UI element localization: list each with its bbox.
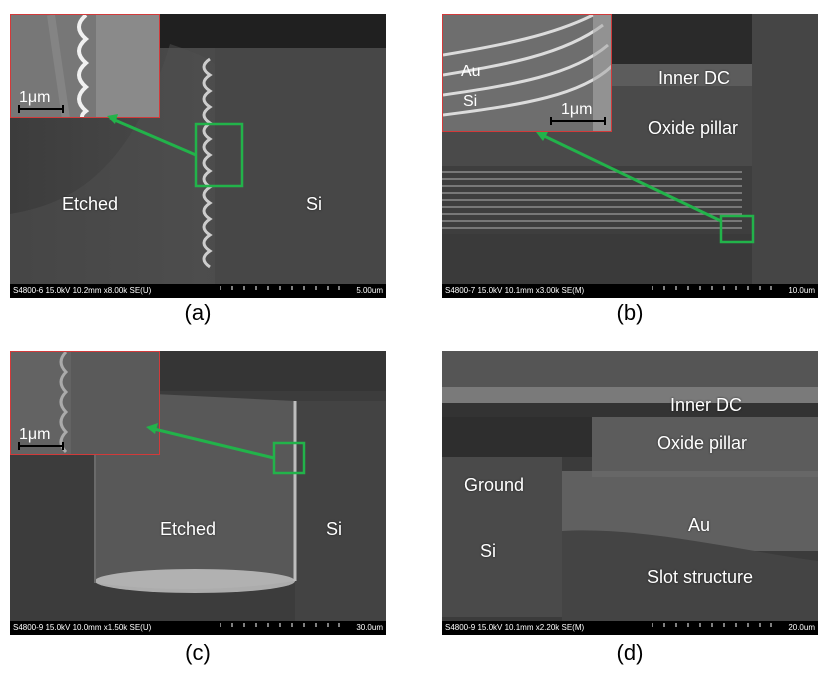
sem-image-d [442, 351, 818, 635]
status-bar: S4800-9 15.0kV 10.0mm x1.50k SE(U) 30.0u… [10, 621, 386, 635]
inset-image-b [443, 15, 611, 131]
inset-c: 1μm [10, 351, 160, 455]
inset-scale-label: 1μm [561, 101, 593, 118]
inset-label-au: Au [461, 63, 481, 80]
inset-image-a [11, 15, 159, 117]
status-scale: 10.0um [788, 286, 815, 295]
label-si: Si [326, 519, 343, 539]
inset-image-c [11, 352, 159, 454]
label-si: Si [480, 541, 497, 561]
sem-panel-a: 1μm Etched Si S4800-6 15.0kV 10.2mm x8.0… [10, 14, 386, 298]
status-bar: S4800-7 15.0kV 10.1mm x3.00k SE(M) 10.0u… [442, 284, 818, 298]
label-etched: Etched [62, 194, 119, 214]
scale-ticks [652, 286, 772, 290]
inset-b: Au Si 1μm [442, 14, 612, 132]
status-bar: S4800-9 15.0kV 10.1mm x2.20k SE(M) 20.0u… [442, 621, 818, 635]
status-bar: S4800-6 15.0kV 10.2mm x8.00k SE(U) 5.00u… [10, 284, 386, 298]
sem-panel-b: Au Si 1μm Inner DC Oxide pillar S4800-7 … [442, 14, 818, 298]
caption-c: (c) [185, 640, 211, 665]
inset-a: 1μm [10, 14, 160, 118]
caption-d: (d) [616, 640, 644, 665]
label-etched: Etched [160, 519, 217, 539]
label-inner-dc: Inner DC [658, 68, 731, 88]
label-si: Si [306, 194, 323, 214]
label-inner-dc: Inner DC [670, 395, 743, 415]
label-oxide-pillar: Oxide pillar [648, 118, 739, 138]
sem-panel-c: 1μm Etched Si S4800-9 15.0kV 10.0mm x1.5… [10, 351, 386, 635]
status-scale: 30.0um [356, 623, 383, 632]
scale-ticks [220, 623, 340, 627]
label-ground: Ground [464, 475, 525, 495]
label-au: Au [688, 515, 711, 535]
inset-label-si: Si [463, 93, 478, 110]
sem-panel-d: Inner DC Oxide pillar Ground Au Si Slot … [442, 351, 818, 635]
status-scale: 5.00um [356, 286, 383, 295]
scale-ticks [652, 623, 772, 627]
status-info: S4800-9 15.0kV 10.0mm x1.50k SE(U) [13, 623, 152, 632]
label-oxide-pillar: Oxide pillar [657, 433, 748, 453]
status-info: S4800-6 15.0kV 10.2mm x8.00k SE(U) [13, 286, 152, 295]
status-scale: 20.0um [788, 623, 815, 632]
caption-a: (a) [184, 300, 212, 325]
caption-b: (b) [616, 300, 644, 325]
label-slot-structure: Slot structure [647, 567, 754, 587]
status-info: S4800-7 15.0kV 10.1mm x3.00k SE(M) [445, 286, 585, 295]
inset-scale-label: 1μm [19, 89, 51, 106]
inset-scale-label: 1μm [19, 426, 51, 443]
status-info: S4800-9 15.0kV 10.1mm x2.20k SE(M) [445, 623, 585, 632]
scale-ticks [220, 286, 340, 290]
sem-image-a [10, 14, 386, 298]
